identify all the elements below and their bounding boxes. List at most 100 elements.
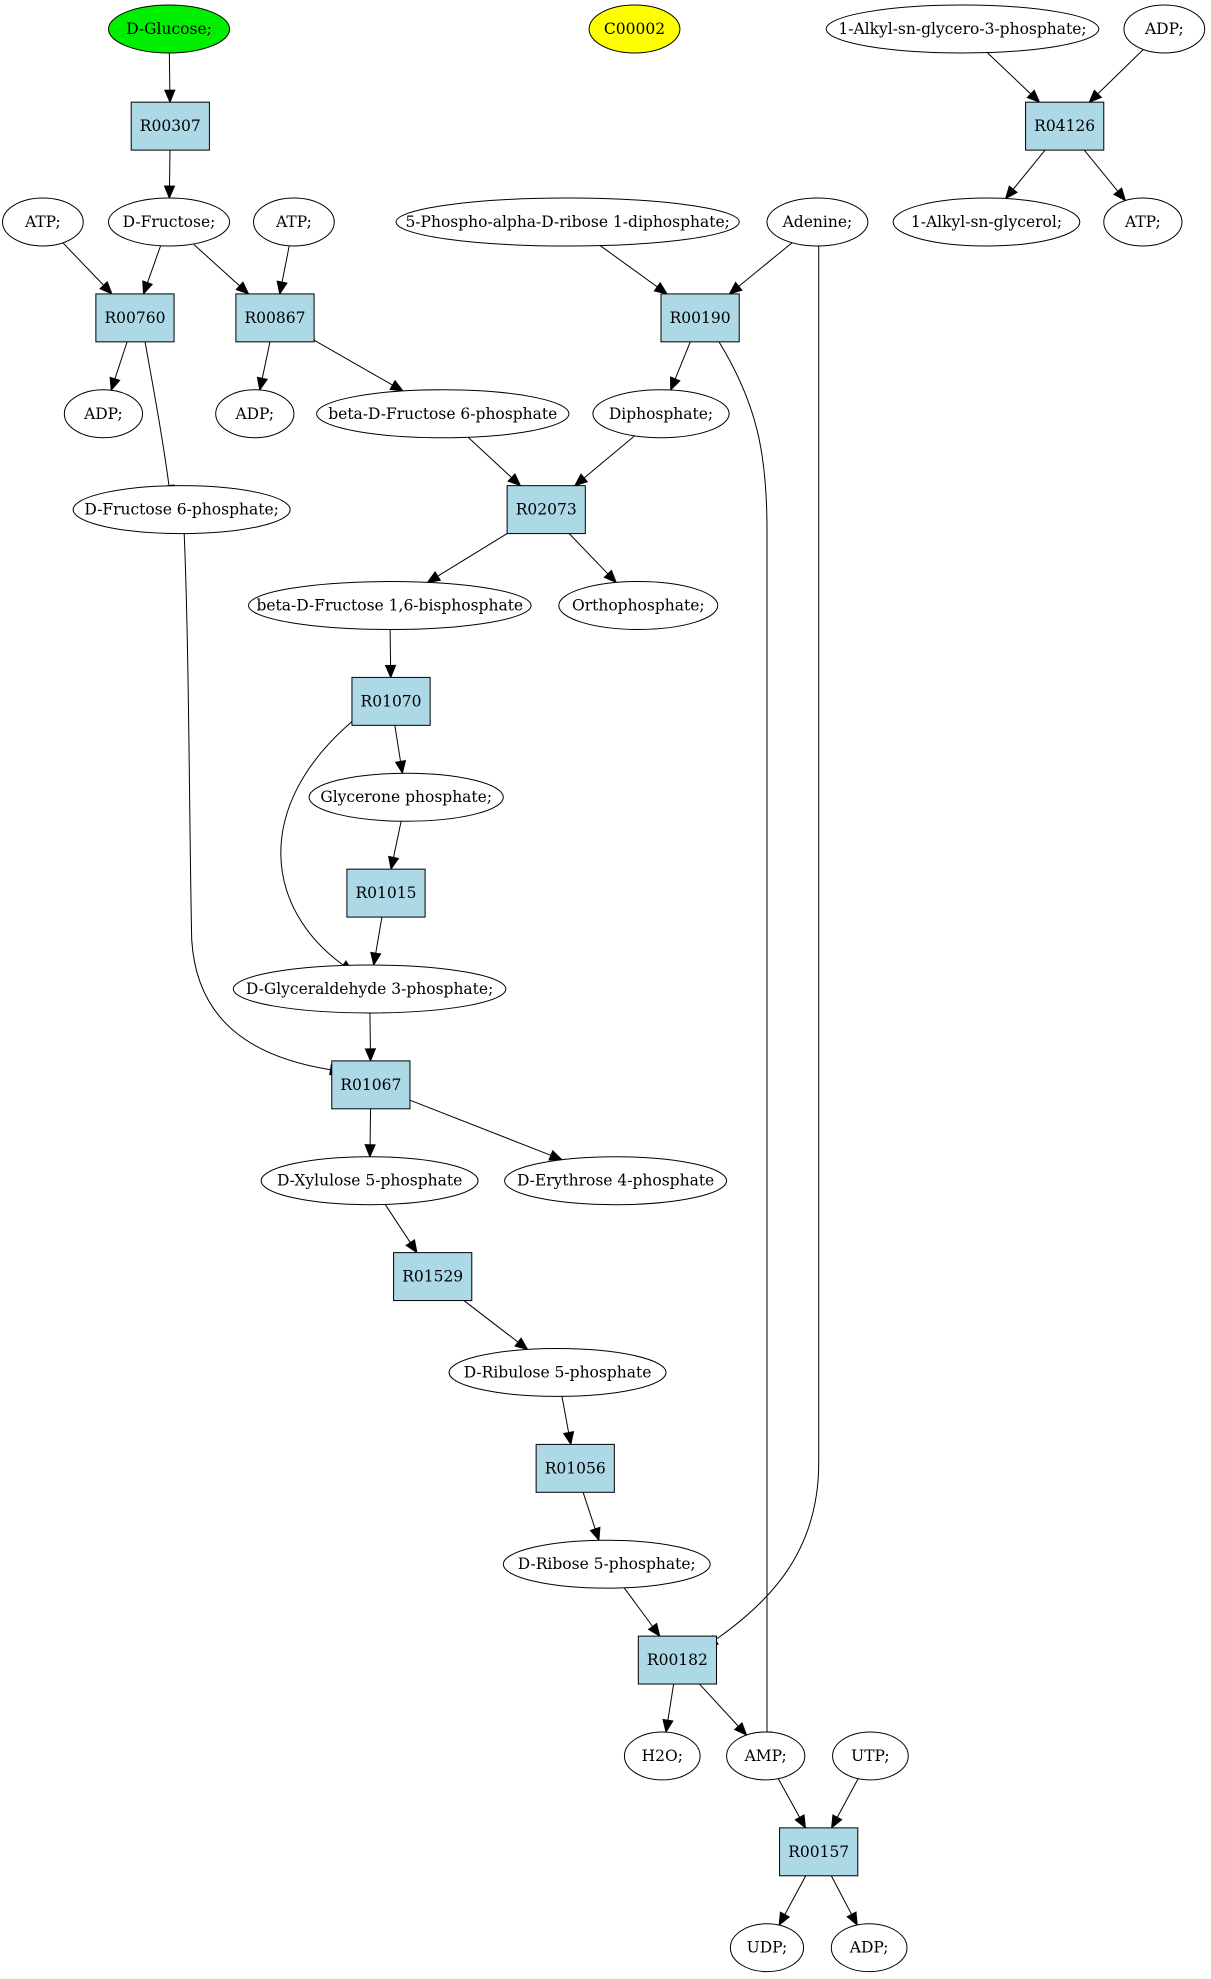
- utp-ellipse: [832, 1731, 909, 1781]
- r00190-box: [660, 293, 740, 343]
- edge-amp-to-r00157-arrowhead: [794, 1814, 807, 1829]
- atp_r04126-ellipse: [1103, 197, 1183, 247]
- amp-label: AMP;: [744, 1747, 787, 1765]
- compound-node-orthophosphate: Orthophosphate;: [558, 581, 719, 630]
- edge-r02073-to-bfru16bp: [436, 533, 508, 578]
- reaction-node-r01529: R01529: [393, 1252, 473, 1302]
- compound-node-bfru6p: beta-D-Fructose 6-phosphate: [316, 389, 570, 439]
- edge-diphosphate-to-r02073-arrowhead: [573, 473, 589, 487]
- r01070-box: [351, 676, 431, 726]
- e4p-label: D-Erythrose 4-phosphate: [517, 1172, 714, 1190]
- reaction-node-r00182: R00182: [637, 1635, 718, 1685]
- dglucose-label: D-Glucose;: [126, 20, 212, 38]
- edge-dfructose-to-r00867-arrowhead: [235, 281, 250, 295]
- edge-r00182-to-h2o-arrowhead: [662, 1718, 674, 1734]
- compound-node-glyceronep: Glycerone phosphate;: [308, 772, 504, 822]
- edge-glyceronep-to-r01015: [392, 821, 402, 859]
- edge-adp_r04126-to-r04126-arrowhead: [1088, 89, 1103, 104]
- h2o-ellipse: [623, 1731, 701, 1781]
- adp_r00760-label: ADP;: [83, 405, 123, 423]
- compound-node-atp_r04126: ATP;: [1103, 197, 1183, 247]
- edge-ru5p-to-r01056-arrowhead: [562, 1431, 575, 1446]
- edge-atp_r00760-to-r00760: [62, 242, 105, 287]
- r00867-box: [235, 293, 315, 343]
- diphosphate-label: Diphosphate;: [609, 405, 713, 423]
- c00002-ellipse: [588, 4, 681, 54]
- ru5p-ellipse: [448, 1347, 667, 1397]
- reaction-node-r00760: R00760: [95, 293, 175, 343]
- edge-prpp-to-r00190: [599, 245, 659, 288]
- edge-xu5p-to-r01529-arrowhead: [405, 1239, 418, 1254]
- xu5p-ellipse: [260, 1156, 479, 1206]
- adenine-ellipse: [766, 197, 869, 247]
- edge-dglucose-to-r00307-arrowhead: [164, 89, 176, 104]
- compound-node-g3p: D-Glyceraldehyde 3-phosphate;: [232, 964, 507, 1014]
- edge-r00182-to-amp: [699, 1683, 740, 1728]
- compound-node-adp_r00760: ADP;: [63, 389, 144, 439]
- edge-r01056-to-r5p-arrowhead: [589, 1526, 601, 1542]
- r02073-box: [506, 485, 586, 535]
- edge-r00182-to-amp-arrowhead: [733, 1721, 748, 1737]
- edge-bfru16bp-to-r01070-arrowhead: [384, 664, 397, 679]
- ru5p-label: D-Ribulose 5-phosphate: [464, 1363, 652, 1381]
- edge-bfru6p-to-r02073-arrowhead: [507, 472, 522, 487]
- edge-r00157-to-udp-arrowhead: [778, 1911, 791, 1927]
- edge-r01070-to-g3p: [280, 721, 353, 966]
- compound-node-prpp: 5-Phospho-alpha-D-ribose 1-diphosphate;: [395, 197, 740, 247]
- adp_r04126-label: ADP;: [1144, 20, 1184, 38]
- adp_r00760-ellipse: [63, 389, 144, 439]
- compound-node-utp: UTP;: [832, 1731, 909, 1781]
- r04126-label: R04126: [1034, 117, 1095, 135]
- r04126-box: [1025, 101, 1105, 151]
- compound-node-adp_r00157: ADP;: [830, 1923, 908, 1973]
- edge-r00190-to-diphosphate-arrowhead: [670, 376, 681, 392]
- edge-atp_r00760-to-r00760-arrowhead: [99, 280, 113, 295]
- compound-node-amp: AMP;: [726, 1731, 806, 1781]
- compound-node-diphosphate: Diphosphate;: [592, 389, 730, 439]
- compound-node-h2o: H2O;: [623, 1731, 701, 1781]
- reaction-node-r01067: R01067: [331, 1060, 411, 1110]
- edge-r01067-to-xu5p-arrowhead: [364, 1144, 376, 1159]
- edge-r00760-to-adp_r00760: [114, 341, 128, 380]
- orthophosphate-label: Orthophosphate;: [572, 597, 705, 615]
- edge-dfructose-to-r00760-arrowhead: [142, 280, 154, 296]
- edge-bfru6p-to-r02073: [467, 436, 513, 479]
- compound-node-adp_r00867: ADP;: [215, 389, 295, 439]
- udp-ellipse: [729, 1923, 805, 1973]
- dfructose-ellipse: [107, 197, 231, 247]
- edge-adenine-to-r00190-arrowhead: [728, 281, 743, 295]
- edge-r01529-to-ru5p-arrowhead: [514, 1337, 529, 1351]
- r00182-box: [637, 1635, 718, 1685]
- edge-r00867-to-bfru6p-arrowhead: [389, 379, 405, 392]
- r01067-label: R01067: [340, 1076, 401, 1094]
- alkylglycerol-ellipse: [892, 197, 1081, 247]
- reaction-node-r00867: R00867: [235, 293, 315, 343]
- utp-label: UTP;: [851, 1747, 890, 1765]
- atp_r00867-ellipse: [253, 197, 335, 247]
- amp-ellipse: [726, 1731, 806, 1781]
- edge-r00867-to-adp_r00867-arrowhead: [256, 376, 269, 392]
- edge-xu5p-to-r01529: [384, 1204, 412, 1244]
- r01056-box: [535, 1443, 615, 1493]
- dglucose-ellipse: [107, 4, 231, 54]
- edge-amp-to-r00157: [777, 1778, 801, 1819]
- edge-adp_r04126-to-r04126: [1096, 49, 1144, 95]
- edge-glyceronep-to-r01015-arrowhead: [388, 855, 400, 871]
- compound-node-udp: UDP;: [729, 1923, 805, 1973]
- edge-r00307-to-dfructose-arrowhead: [163, 185, 176, 200]
- edge-r02073-to-orthophosphate-arrowhead: [603, 569, 618, 584]
- r00307-label: R00307: [140, 117, 201, 135]
- compound-node-bfru16bp: beta-D-Fructose 1,6-bisphosphate: [248, 581, 532, 630]
- edge-r00867-to-adp_r00867: [261, 341, 271, 380]
- compound-node-dfructose: D-Fructose;: [107, 197, 231, 247]
- edge-r00867-to-bfru6p: [313, 339, 394, 386]
- edge-r04126-to-alkylglycerol-arrowhead: [1004, 185, 1018, 200]
- compound-node-atp_r00867: ATP;: [253, 197, 335, 247]
- compound-node-r5p: D-Ribose 5-phosphate;: [502, 1539, 711, 1589]
- glyceronep-label: Glycerone phosphate;: [320, 788, 492, 806]
- edge-alkyl3p-to-r04126: [986, 52, 1032, 95]
- r01529-label: R01529: [402, 1268, 463, 1286]
- adp_r00867-label: ADP;: [234, 405, 274, 423]
- atp_r00760-label: ATP;: [24, 213, 61, 231]
